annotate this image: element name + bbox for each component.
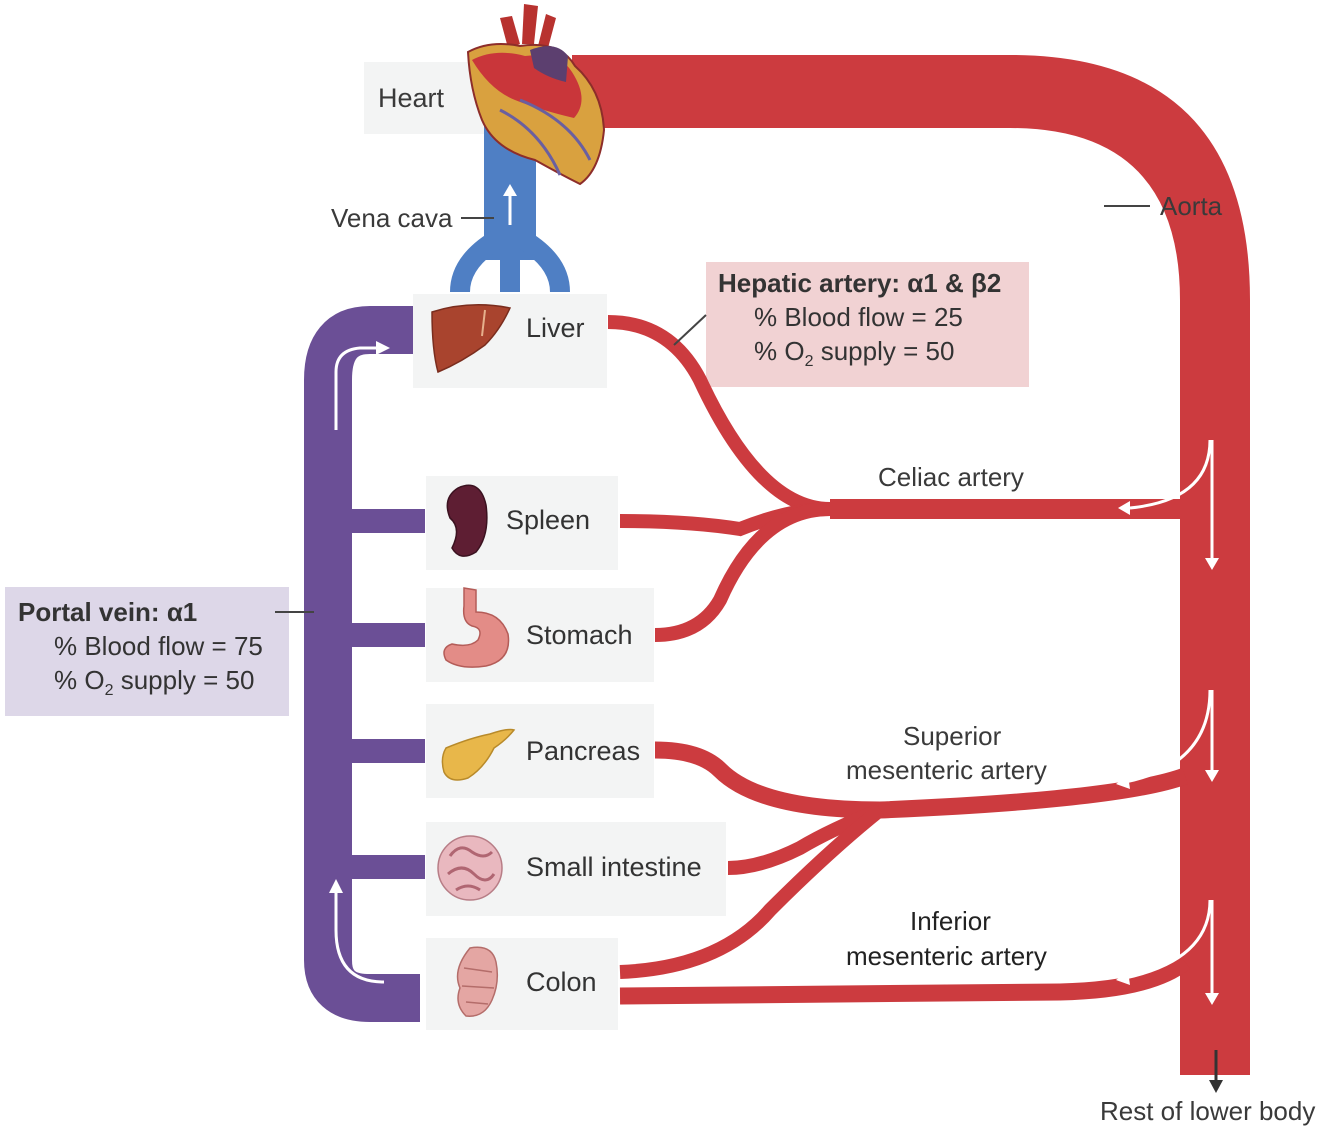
small-intestine-icon xyxy=(437,835,503,901)
colon-label: Colon xyxy=(526,967,597,997)
hepatic-o2-supply: % O2 supply = 50 xyxy=(718,334,1001,379)
portal-blood-flow-prefix: % Blood flow = xyxy=(54,631,234,661)
aorta-flow-arrows xyxy=(1124,439,1214,995)
rest-of-lower-body-label: Rest of lower body xyxy=(1100,1096,1316,1126)
hepatic-o2-value: 50 xyxy=(925,336,955,366)
hepatic-artery-info: Hepatic artery: α1 & β2 % Blood flow = 2… xyxy=(718,266,1001,379)
pancreas-icon xyxy=(441,728,516,781)
heart-label: Heart xyxy=(378,83,445,113)
vena-cava-label: Vena cava xyxy=(331,203,453,233)
celiac-artery-label: Celiac artery xyxy=(878,462,1024,492)
artery-branches xyxy=(607,315,1191,1005)
portal-o2-suffix: supply = xyxy=(113,665,226,695)
lower-body-arrow xyxy=(1209,1050,1223,1093)
aorta-arrowheads xyxy=(1116,501,1219,1005)
hepatic-blood-flow-prefix: % Blood flow = xyxy=(754,302,934,332)
hepatic-o2-prefix: % O xyxy=(754,336,805,366)
hepatic-artery-box xyxy=(706,262,1029,387)
pancreas-label: Pancreas xyxy=(526,736,641,766)
portal-blood-flow-value: 75 xyxy=(233,631,263,661)
leader-lines xyxy=(275,205,1150,613)
colon-icon xyxy=(456,946,499,1017)
spleen-icon xyxy=(446,484,488,557)
hepatic-o2-suffix: supply = xyxy=(813,336,926,366)
superior-mesenteric-label-1: Superior xyxy=(903,721,1002,751)
hepatic-o2-sub: 2 xyxy=(804,353,814,371)
hepatic-blood-flow: % Blood flow = 25 xyxy=(718,300,1001,334)
inferior-mesenteric-label-1: Inferior xyxy=(910,906,991,936)
portal-o2-supply: % O2 supply = 50 xyxy=(18,663,263,708)
portal-o2-value: 50 xyxy=(225,665,255,695)
portal-vein-title: Portal vein: α1 xyxy=(18,597,198,627)
stomach-icon xyxy=(443,587,510,668)
liver-icon-detail xyxy=(481,309,486,337)
small-intestine-label: Small intestine xyxy=(526,852,702,882)
portal-vein-box xyxy=(5,587,289,716)
portal-o2-sub: 2 xyxy=(104,682,114,700)
aorta-label: Aorta xyxy=(1160,191,1223,221)
portal-blood-flow: % Blood flow = 75 xyxy=(18,629,263,663)
hepatic-blood-flow-value: 25 xyxy=(933,302,963,332)
portal-vein-info: Portal vein: α1 % Blood flow = 75 % O2 s… xyxy=(18,595,263,708)
stomach-label: Stomach xyxy=(526,620,633,650)
hepatic-artery-title: Hepatic artery: α1 & β2 xyxy=(718,268,1002,298)
heart-icon xyxy=(466,4,606,186)
spleen-label: Spleen xyxy=(506,505,591,535)
liver-label: Liver xyxy=(526,313,585,343)
liver-icon xyxy=(431,304,512,374)
inferior-mesenteric-label-2: mesenteric artery xyxy=(846,941,1047,971)
superior-mesenteric-label-2: mesenteric artery xyxy=(846,755,1047,785)
heart-box xyxy=(364,62,484,134)
portal-o2-prefix: % O xyxy=(54,665,105,695)
portal-vein-vessel xyxy=(304,306,425,1022)
